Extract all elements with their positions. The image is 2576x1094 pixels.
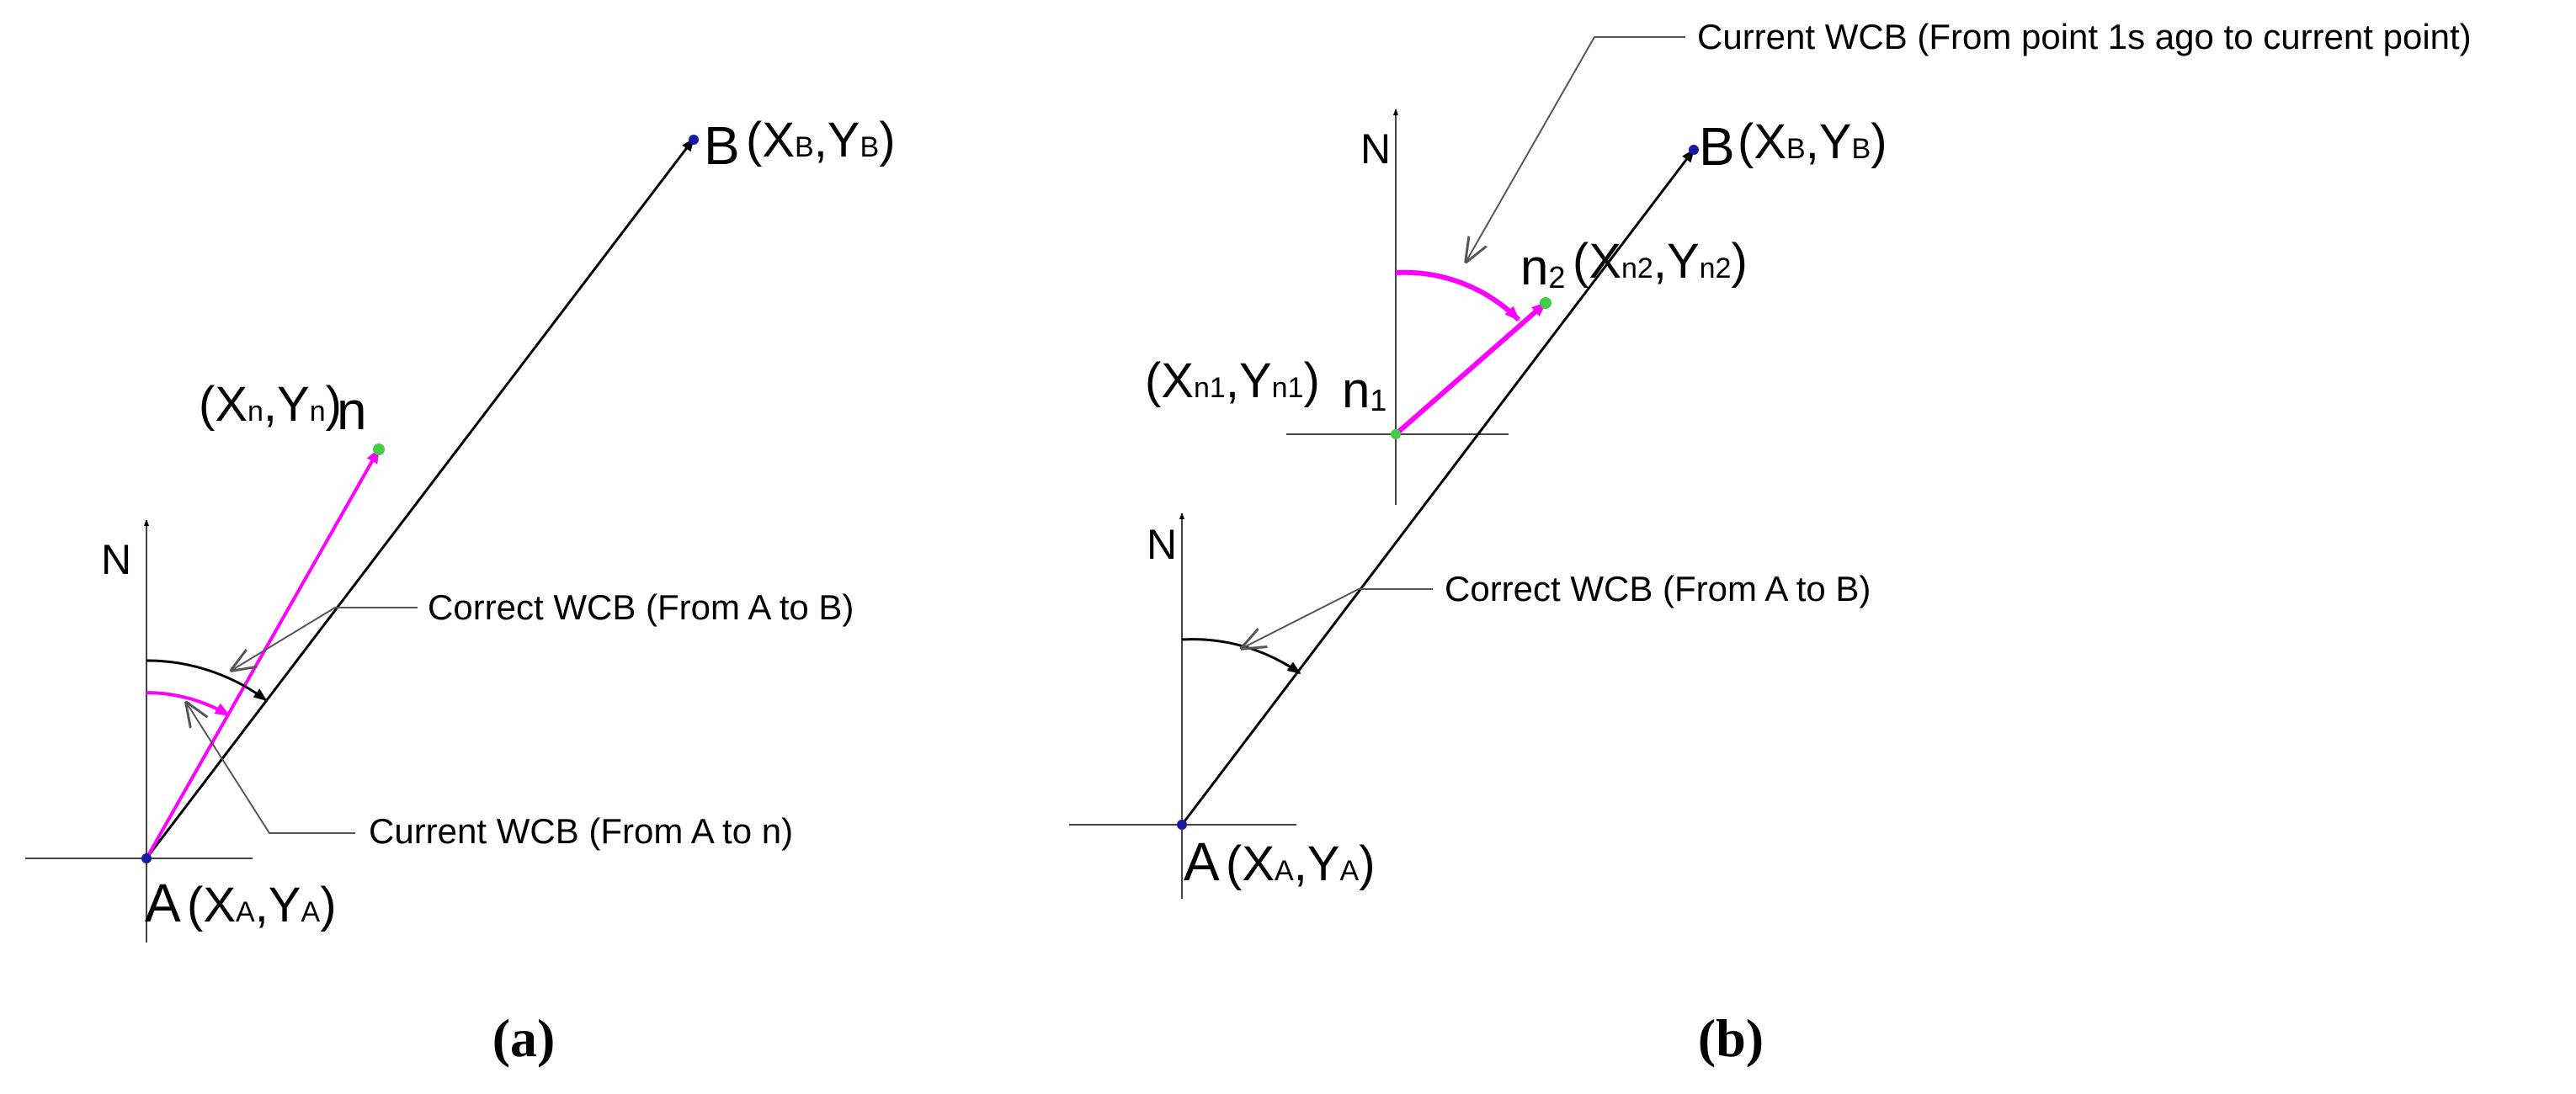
panel-a-current-wcb-label: Current WCB (From A to n) — [369, 811, 793, 851]
panel-b-current-wcb-leader — [1466, 36, 1685, 261]
panel-b-point-n1-label: n1 — [1342, 362, 1386, 418]
panel-b-north-label-n1: N — [1360, 125, 1391, 173]
panel-b-caption: (b) — [1698, 1008, 1764, 1068]
panel-b-current-wcb-label: Current WCB (From point 1s ago to curren… — [1697, 17, 2472, 56]
panel-a-correct-wcb-arc — [146, 659, 268, 702]
panel-a-vector-a-to-n — [145, 448, 381, 859]
panel-a-caption: (a) — [492, 1008, 556, 1068]
panel-b-point-b — [1689, 145, 1699, 155]
panel-b-correct-wcb-leader — [1243, 588, 1433, 648]
panel-b-point-n1-coords: (Xn1,Yn1) — [1145, 353, 1320, 408]
panel-b-vector-n1-to-n2 — [1394, 300, 1547, 437]
panel-a-line-a-to-b — [145, 137, 695, 859]
panel-b-north-label-a: N — [1147, 521, 1177, 568]
panel-b-point-a-label: A — [1184, 831, 1220, 892]
panel-a-north-label: N — [101, 536, 131, 583]
panel-b-point-n2-coords: (Xn2,Yn2) — [1573, 234, 1748, 289]
panel-a-point-b-label: B — [704, 115, 740, 176]
panel-a: N Correct WCB (From A to B) Current WCB … — [25, 113, 896, 1068]
panel-b-correct-wcb-arc — [1181, 638, 1301, 675]
panel-a-correct-wcb-leader — [232, 607, 418, 670]
panel-b-point-b-label: B — [1699, 116, 1735, 177]
panel-b-point-a — [1177, 820, 1187, 830]
panel-b-point-n2 — [1540, 297, 1551, 309]
panel-b-point-a-coords: (XA,YA) — [1226, 836, 1376, 891]
panel-a-point-n — [373, 443, 385, 455]
panel-a-point-n-label: n — [337, 380, 367, 441]
panel-a-point-a — [141, 853, 152, 863]
panel-a-point-a-coords: (XA,YA) — [187, 878, 337, 932]
panel-a-current-wcb-leader — [187, 704, 355, 834]
panel-b-point-n1 — [1391, 429, 1401, 439]
panel-b-point-b-coords: (XB,YB) — [1738, 114, 1887, 169]
panel-a-point-n-coords: (Xn,Yn) — [199, 377, 342, 432]
panel-a-correct-wcb-label: Correct WCB (From A to B) — [428, 587, 854, 627]
panel-a-point-a-label: A — [145, 873, 181, 933]
panel-b-current-wcb-arc — [1395, 269, 1521, 322]
panel-a-point-b-coords: (XB,YB) — [746, 113, 896, 167]
panel-a-point-b — [689, 135, 699, 145]
panel-b-line-a-to-b — [1180, 148, 1695, 826]
panel-b: N N Current WCB (From point 1s ago to cu… — [1069, 17, 2472, 1068]
panel-b-correct-wcb-label: Correct WCB (From A to B) — [1445, 569, 1871, 608]
panel-b-point-n2-label: n2 — [1520, 239, 1565, 295]
